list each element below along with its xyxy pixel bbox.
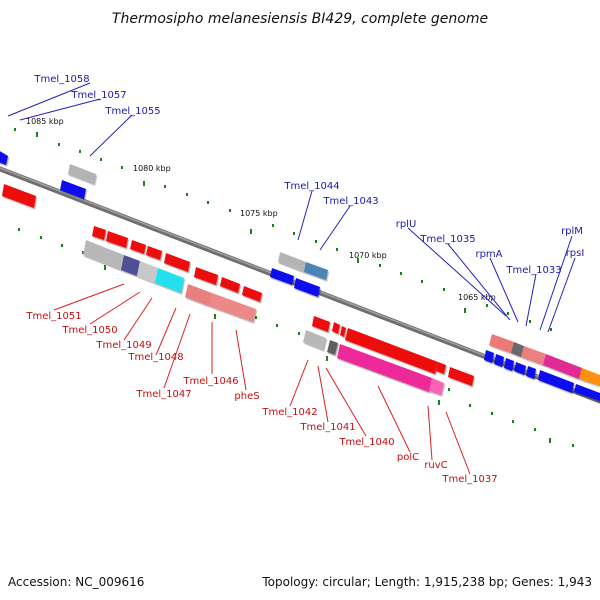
gene-arrow[interactable]	[220, 277, 240, 293]
gene-label-bottom[interactable]: pheS	[234, 391, 259, 402]
gene-label-top[interactable]: Tmel_1043	[322, 196, 378, 207]
gene-block[interactable]	[511, 342, 524, 357]
gene-arrow[interactable]	[270, 268, 294, 285]
gene-features	[0, 150, 600, 401]
map-title: Thermosipho melanesiensis BI429, complet…	[112, 11, 488, 27]
gene-block[interactable]	[137, 261, 158, 283]
gene-arrow[interactable]	[526, 366, 536, 379]
gene-label-top[interactable]: Tmel_1058	[33, 74, 89, 85]
gene-arrow[interactable]	[130, 240, 146, 254]
gene-arrow[interactable]	[194, 267, 218, 285]
gene-label-top[interactable]: Tmel_1057	[70, 90, 126, 101]
gene-block[interactable]	[521, 346, 546, 365]
gene-label-bottom[interactable]: ruvC	[424, 460, 447, 471]
leaders-bottom	[53, 283, 471, 475]
leaders-top	[7, 82, 576, 333]
gene-arrow[interactable]	[448, 367, 474, 386]
gene-label-top[interactable]: rplM	[561, 226, 583, 237]
gene-label-top[interactable]: Tmel_1044	[283, 181, 339, 192]
gene-arrow[interactable]	[164, 253, 190, 272]
gene-label-bottom[interactable]: Tmel_1049	[95, 340, 151, 351]
gene-label-top[interactable]: rpmA	[475, 249, 502, 260]
gene-label-top[interactable]: rplU	[396, 219, 417, 230]
gene-label-top[interactable]: rpsI	[566, 248, 585, 259]
gene-block[interactable]	[303, 330, 326, 350]
scale-ticks	[14, 128, 574, 447]
gene-label-bottom[interactable]: polC	[397, 452, 419, 463]
gene-label-bottom[interactable]: Tmel_1041	[299, 422, 355, 433]
gene-block[interactable]	[327, 340, 338, 355]
gene-arrow[interactable]	[242, 286, 262, 302]
gene-label-bottom[interactable]: Tmel_1046	[182, 376, 238, 387]
scale-label-1065: 1065 kbp	[458, 293, 496, 302]
accession-text: Accession: NC_009616	[8, 575, 144, 589]
gene-arrow[interactable]	[2, 184, 36, 208]
gene-arrow[interactable]	[494, 354, 504, 367]
gene-block[interactable]	[489, 334, 514, 353]
gene-arrow[interactable]	[332, 322, 340, 334]
gene-arrow[interactable]	[312, 316, 330, 332]
gene-label-top[interactable]: Tmel_1035	[419, 234, 475, 245]
gene-block[interactable]	[68, 164, 96, 184]
gene-arrow[interactable]	[504, 358, 514, 371]
gene-block[interactable]	[83, 240, 124, 270]
gene-arrow[interactable]	[146, 246, 162, 260]
gene-arrow[interactable]	[294, 278, 320, 297]
gene-arrow[interactable]	[514, 362, 526, 375]
gene-arrow[interactable]	[436, 362, 446, 374]
gene-block[interactable]	[543, 354, 582, 379]
gene-label-bottom[interactable]: Tmel_1047	[135, 389, 191, 400]
gene-arrow[interactable]	[60, 180, 86, 199]
gene-arrow[interactable]	[92, 226, 106, 240]
scale-label-1080: 1080 kbp	[133, 164, 171, 173]
gene-label-top[interactable]: Tmel_1055	[104, 106, 160, 117]
gene-block[interactable]	[121, 255, 140, 276]
gene-arrow[interactable]	[538, 370, 574, 393]
gene-block[interactable]	[579, 368, 600, 386]
gene-block[interactable]	[185, 284, 212, 306]
scale-label-1085: 1085 kbp	[26, 117, 64, 126]
gene-arrow[interactable]	[106, 231, 128, 248]
gene-label-bottom[interactable]: Tmel_1048	[127, 352, 183, 363]
gene-arrow[interactable]	[484, 350, 494, 363]
gene-label-bottom[interactable]: Tmel_1051	[25, 311, 81, 322]
gene-label-bottom[interactable]: Tmel_1040	[338, 437, 394, 448]
genome-summary-text: Topology: circular; Length: 1,915,238 bp…	[261, 575, 592, 589]
gene-block[interactable]	[429, 378, 444, 395]
gene-block[interactable]	[155, 268, 184, 293]
gene-arrow[interactable]	[340, 326, 346, 337]
gene-block[interactable]	[304, 262, 328, 280]
gene-arrow[interactable]	[574, 384, 600, 401]
scale-label-1070: 1070 kbp	[349, 251, 387, 260]
scale-label-1075: 1075 kbp	[240, 209, 278, 218]
gene-label-bottom[interactable]: Tmel_1042	[261, 407, 317, 418]
gene-label-bottom[interactable]: Tmel_1037	[441, 474, 497, 485]
gene-block[interactable]	[209, 293, 256, 322]
gene-label-top[interactable]: Tmel_1033	[505, 265, 561, 276]
gene-arrow[interactable]	[0, 150, 8, 165]
gene-label-bottom[interactable]: Tmel_1050	[61, 325, 117, 336]
gene-block[interactable]	[337, 344, 432, 392]
gene-arrow[interactable]	[345, 328, 438, 374]
gene-block[interactable]	[278, 252, 306, 272]
